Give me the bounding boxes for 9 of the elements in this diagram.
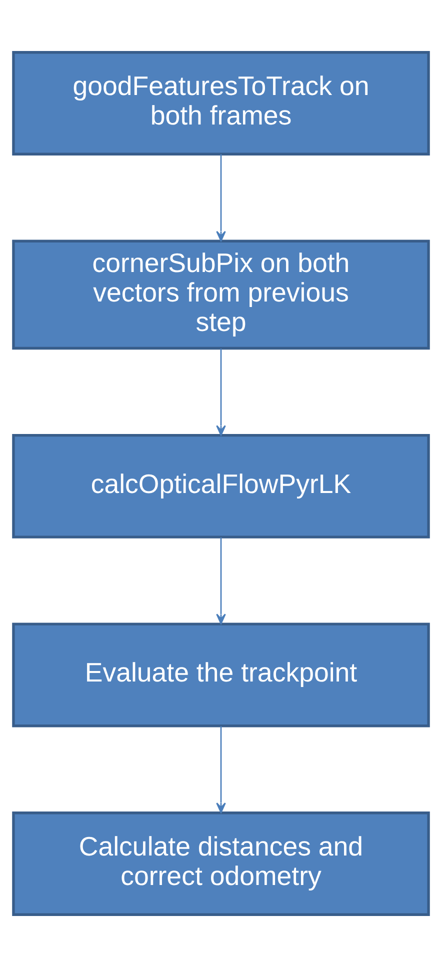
node-box: Calculate distances and correct odometry <box>12 811 430 916</box>
arrow <box>216 348 226 436</box>
node-box: cornerSubPix on both vectors from previous step <box>12 239 430 350</box>
arrow <box>216 536 226 624</box>
node-box: goodFeaturesToTrack on both frames <box>12 50 430 155</box>
arrow <box>216 726 226 813</box>
node-box: Evaluate the trackpoint <box>12 622 430 727</box>
arrow <box>216 154 226 241</box>
node-box: calcOpticalFlowPyrLK <box>12 433 430 538</box>
